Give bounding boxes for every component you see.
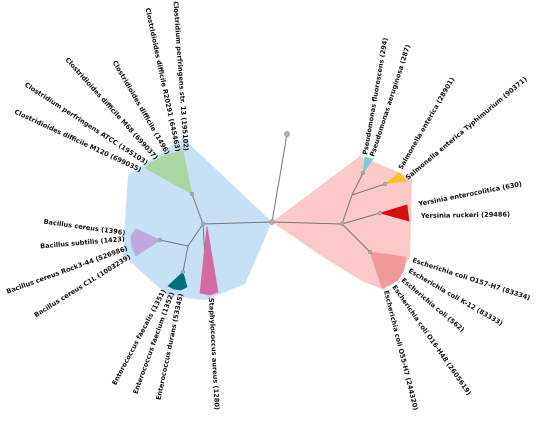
branch-salmonella xyxy=(351,183,386,196)
wedge-escherichia xyxy=(369,251,407,289)
branch-root xyxy=(271,133,288,223)
wedge-enterococcus xyxy=(167,271,188,291)
node-enterococcus xyxy=(180,269,186,275)
branch-gram-positive xyxy=(202,221,273,225)
node-gram-positive xyxy=(200,221,206,227)
node-root xyxy=(284,131,290,137)
tree-nodes xyxy=(157,131,388,275)
node-gram-negative xyxy=(339,221,345,227)
leaf-label-y-ruckeri: Yersinia ruckeri (29486) xyxy=(420,210,510,220)
node-bacillus xyxy=(157,237,163,243)
gram-positive-region xyxy=(123,138,272,300)
branch-bacillus xyxy=(159,239,189,247)
node-escherichia xyxy=(367,249,373,255)
branch-clostridia xyxy=(191,193,204,225)
node-yersinia xyxy=(377,210,383,216)
branch-pseudomonas-group xyxy=(341,194,353,225)
wedge-bacillus xyxy=(130,228,161,257)
node-pseudomonas xyxy=(360,170,366,176)
branch-bacillus-enterococcus xyxy=(187,223,204,247)
wedge-salmonella xyxy=(383,172,407,185)
node-center xyxy=(269,219,275,225)
subclade-wedges xyxy=(130,150,410,296)
tree-branches xyxy=(159,133,386,292)
branch-escherichia xyxy=(341,223,371,253)
wedge-yersinia xyxy=(378,204,410,222)
node-clostridia xyxy=(189,191,195,197)
leaf-label-s-aureus: Staphylococcus aureus (1280) xyxy=(207,298,221,410)
leaf-label-b-subtilis: Bacillus subtilis (1423) xyxy=(40,235,125,250)
node-salmonella xyxy=(382,181,388,187)
leaf-label-b-cereus: Bacillus cereus (1396) xyxy=(43,218,126,237)
wedge-clostridia xyxy=(144,150,193,195)
leaf-label-y-enterocolitica: Yersinia enterocolitica (630) xyxy=(417,180,523,208)
wedge-staphylococcus xyxy=(199,225,219,296)
branch-yersinia xyxy=(341,212,381,225)
branch-pseudomonas xyxy=(351,172,364,196)
wedge-pseudomonas xyxy=(362,156,374,174)
branch-enterococcus xyxy=(182,245,189,273)
branch-gram-negative xyxy=(271,221,343,225)
